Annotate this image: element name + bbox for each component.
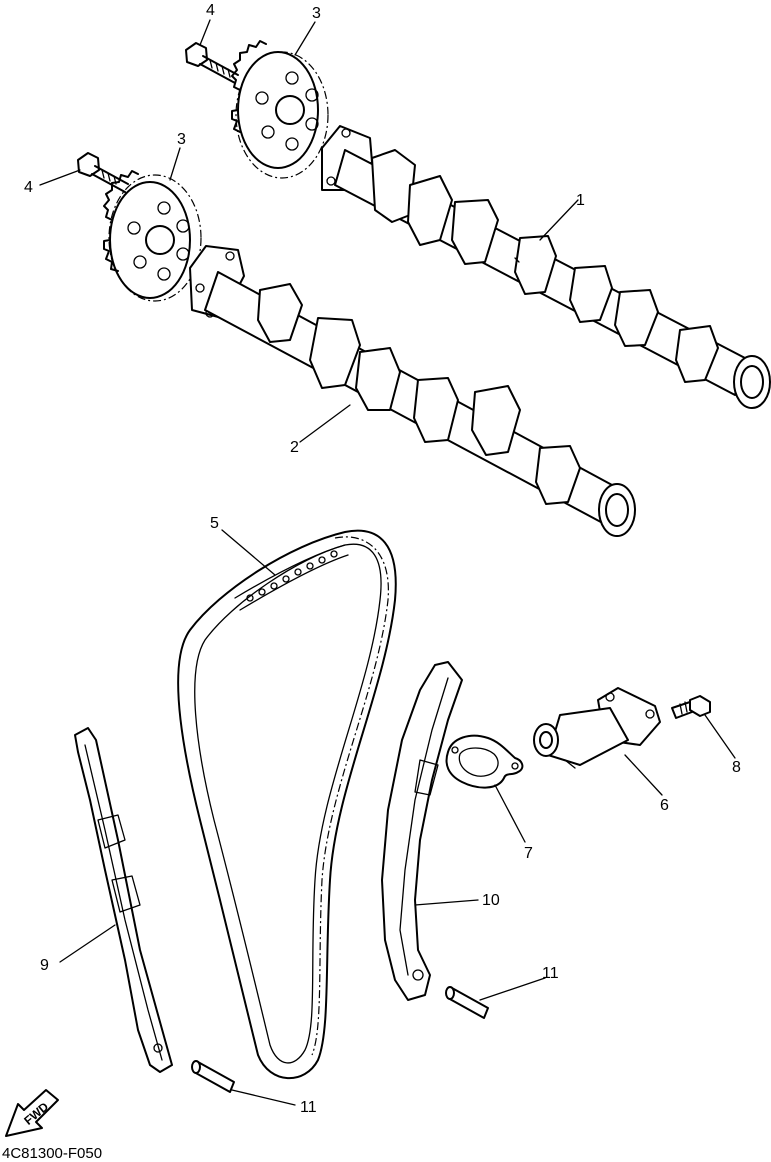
cam-sprocket-upper: [231, 40, 329, 179]
callout-9: 9: [40, 957, 49, 974]
callout-2: 2: [290, 439, 299, 456]
bolt-lower: [77, 152, 129, 193]
callout-10: 10: [482, 892, 500, 909]
callout-3-upper: 3: [312, 5, 321, 22]
tensioner-bolt: [671, 695, 711, 719]
callout-4-lower: 4: [24, 179, 33, 196]
callout-6: 6: [660, 797, 669, 814]
camshaft-lower: [189, 245, 636, 537]
callout-1: 1: [576, 192, 585, 209]
dowel-pin-left: [191, 1060, 235, 1093]
forward-arrow-icon: FWD: [5, 1089, 59, 1137]
chain-guide-right: [381, 661, 463, 1001]
callout-11-right: 11: [542, 965, 559, 982]
callout-4-upper: 4: [206, 2, 215, 19]
cam-sprocket-lower: [103, 170, 202, 302]
drawing-code: 4C81300-F050: [2, 1145, 102, 1162]
callout-8: 8: [732, 759, 741, 776]
callout-7: 7: [524, 845, 533, 862]
callout-3-lower: 3: [177, 131, 186, 148]
chain-guide-left: [74, 727, 173, 1073]
bolt-upper: [185, 42, 239, 84]
dowel-pin-right: [445, 986, 489, 1019]
tensioner-gasket: [445, 734, 524, 789]
callout-11-left: 11: [300, 1099, 317, 1116]
leader-lines: [39, 19, 736, 1106]
chain-tensioner: [533, 687, 661, 769]
callout-5: 5: [210, 515, 219, 532]
timing-chain: [177, 529, 397, 1080]
camshaft-upper: [321, 125, 771, 409]
